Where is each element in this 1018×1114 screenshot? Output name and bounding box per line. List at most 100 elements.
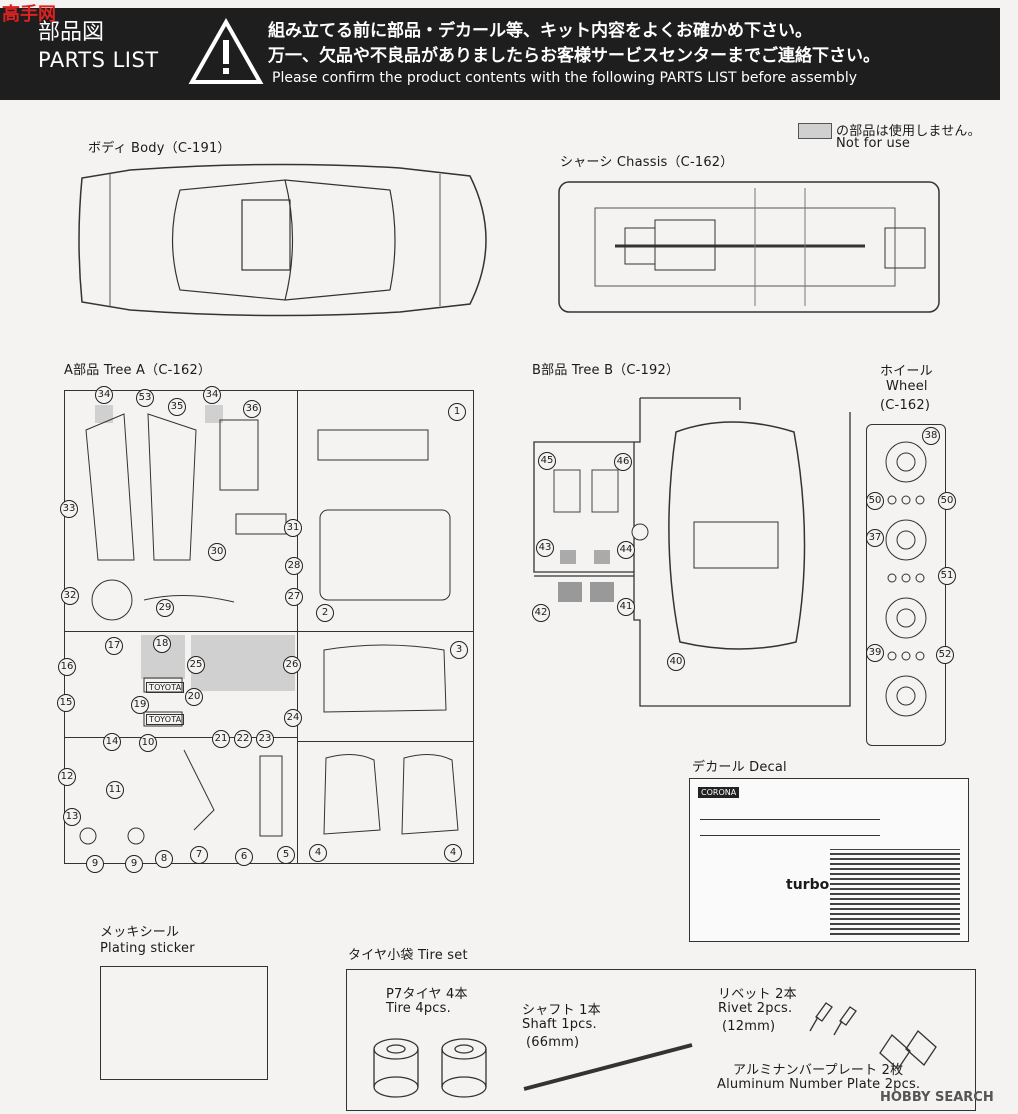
part-number-29: 29 <box>156 599 174 617</box>
part-number-43: 43 <box>536 539 554 557</box>
rivet-label-ja: リベット 2本 <box>718 987 797 1002</box>
tree-a-parts-drawing <box>79 413 459 845</box>
part-number-34: 34 <box>203 386 221 404</box>
part-number-51: 51 <box>938 567 956 585</box>
shaft-size: (66mm) <box>526 1035 580 1050</box>
plate-label-ja: アルミナンバープレート 2枚 <box>733 1063 904 1078</box>
toyota-emblem-1: TOYOTA <box>146 682 185 693</box>
part-number-39: 39 <box>866 644 884 662</box>
tree-b-label: B部品 Tree B（C-192） <box>532 363 680 378</box>
rivet-label-en: Rivet 2pcs. <box>718 1001 793 1016</box>
not-for-use-area-25-26 <box>191 635 295 691</box>
toyota-emblem-2: TOYOTA <box>146 714 185 725</box>
part-number-30: 30 <box>208 543 226 561</box>
part-number-40: 40 <box>667 653 685 671</box>
warning-icon <box>188 17 264 84</box>
part-number-26: 26 <box>283 656 301 674</box>
part-number-17: 17 <box>105 637 123 655</box>
part-number-28: 28 <box>285 557 303 575</box>
tire-set-frame <box>346 969 976 1111</box>
part-number-9: 9 <box>86 855 104 873</box>
not-for-use-area-34 <box>95 405 113 423</box>
part-number-53: 53 <box>136 389 154 407</box>
part-number-4: 4 <box>444 844 462 862</box>
part-number-21: 21 <box>212 730 230 748</box>
part-number-38: 38 <box>922 427 940 445</box>
decal-sheet: CORONA turbo <box>689 778 969 942</box>
part-number-20: 20 <box>185 688 203 706</box>
part-number-41: 41 <box>617 598 635 616</box>
not-for-use-area-35 <box>205 405 223 423</box>
part-number-32: 32 <box>61 587 79 605</box>
decal-label: デカール Decal <box>692 760 787 775</box>
part-number-44: 44 <box>617 541 635 559</box>
decal-turbo-logo: turbo <box>786 877 830 893</box>
part-number-31: 31 <box>284 519 302 537</box>
warning-line-1: 組み立てる前に部品・デカール等、キット内容をよくお確かめ下さい。 <box>268 21 812 41</box>
part-number-16: 16 <box>58 658 76 676</box>
part-number-7: 7 <box>190 846 208 864</box>
not-for-use-swatch <box>798 123 832 139</box>
part-number-19: 19 <box>131 696 149 714</box>
wheel-tree-frame <box>866 424 946 746</box>
part-number-35: 35 <box>168 398 186 416</box>
part-number-4: 4 <box>309 844 327 862</box>
part-number-13: 13 <box>63 808 81 826</box>
part-number-11: 11 <box>106 781 124 799</box>
part-number-24: 24 <box>284 709 302 727</box>
part-number-10: 10 <box>139 734 157 752</box>
car-body-drawing <box>78 163 487 317</box>
rivet-size: (12mm) <box>722 1019 776 1034</box>
wheel-code: (C-162) <box>880 398 931 413</box>
plating-label-en: Plating sticker <box>100 941 195 956</box>
plating-sticker-box <box>100 966 268 1080</box>
watermark-logo: 高手网 <box>2 4 56 25</box>
part-number-34: 34 <box>95 386 113 404</box>
part-number-52: 52 <box>936 646 954 664</box>
part-number-36: 36 <box>243 400 261 418</box>
wheel-label-en: Wheel <box>886 379 928 394</box>
part-number-18: 18 <box>153 635 171 653</box>
shaft-label-ja: シャフト 1本 <box>522 1003 601 1018</box>
tire-label-ja: P7タイヤ 4本 <box>386 987 468 1002</box>
part-number-23: 23 <box>256 730 274 748</box>
body-label: ボディ Body（C-191） <box>88 141 231 156</box>
part-number-15: 15 <box>57 694 75 712</box>
part-number-37: 37 <box>866 529 884 547</box>
part-number-9: 9 <box>125 855 143 873</box>
not-for-use-en: Not for use <box>836 136 911 151</box>
wheel-drawing <box>885 441 927 717</box>
part-number-2: 2 <box>316 604 334 622</box>
plate-label-en: Aluminum Number Plate 2pcs. <box>717 1077 921 1092</box>
part-number-12: 12 <box>58 768 76 786</box>
chassis-drawing <box>558 181 940 313</box>
part-number-50: 50 <box>866 492 884 510</box>
part-number-14: 14 <box>103 733 121 751</box>
chassis-label: シャーシ Chassis（C-162） <box>560 155 734 170</box>
part-number-8: 8 <box>155 850 173 868</box>
warning-english: Please confirm the product contents with… <box>272 70 857 86</box>
part-number-33: 33 <box>60 500 78 518</box>
header-banner: 部品図 PARTS LIST 組み立てる前に部品・デカール等、キット内容をよくお… <box>0 8 1000 100</box>
tire-label-en: Tire 4pcs. <box>386 1001 451 1016</box>
part-number-25: 25 <box>187 656 205 674</box>
shaft-label-en: Shaft 1pcs. <box>522 1017 597 1032</box>
part-number-45: 45 <box>538 452 556 470</box>
part-number-46: 46 <box>614 453 632 471</box>
part-number-50: 50 <box>938 492 956 510</box>
decal-corona-logo: CORONA <box>698 787 740 798</box>
warning-line-2: 万一、欠品や不良品がありましたらお客様サービスセンターまでご連絡下さい。 <box>268 46 880 66</box>
part-number-6: 6 <box>235 848 253 866</box>
page-title-ja: 部品図 <box>38 20 105 45</box>
tire-set-drawing <box>373 1002 937 1098</box>
tire-set-label: タイヤ小袋 Tire set <box>348 948 468 963</box>
part-number-5: 5 <box>277 846 295 864</box>
part-number-3: 3 <box>450 641 468 659</box>
part-number-22: 22 <box>234 730 252 748</box>
plating-label-ja: メッキシール <box>100 925 180 940</box>
part-number-1: 1 <box>448 403 466 421</box>
not-for-use-ja: の部品は使用しません。 <box>836 124 981 139</box>
part-number-42: 42 <box>532 604 550 622</box>
tree-a-label: A部品 Tree A（C-162） <box>64 363 212 378</box>
part-number-27: 27 <box>285 588 303 606</box>
